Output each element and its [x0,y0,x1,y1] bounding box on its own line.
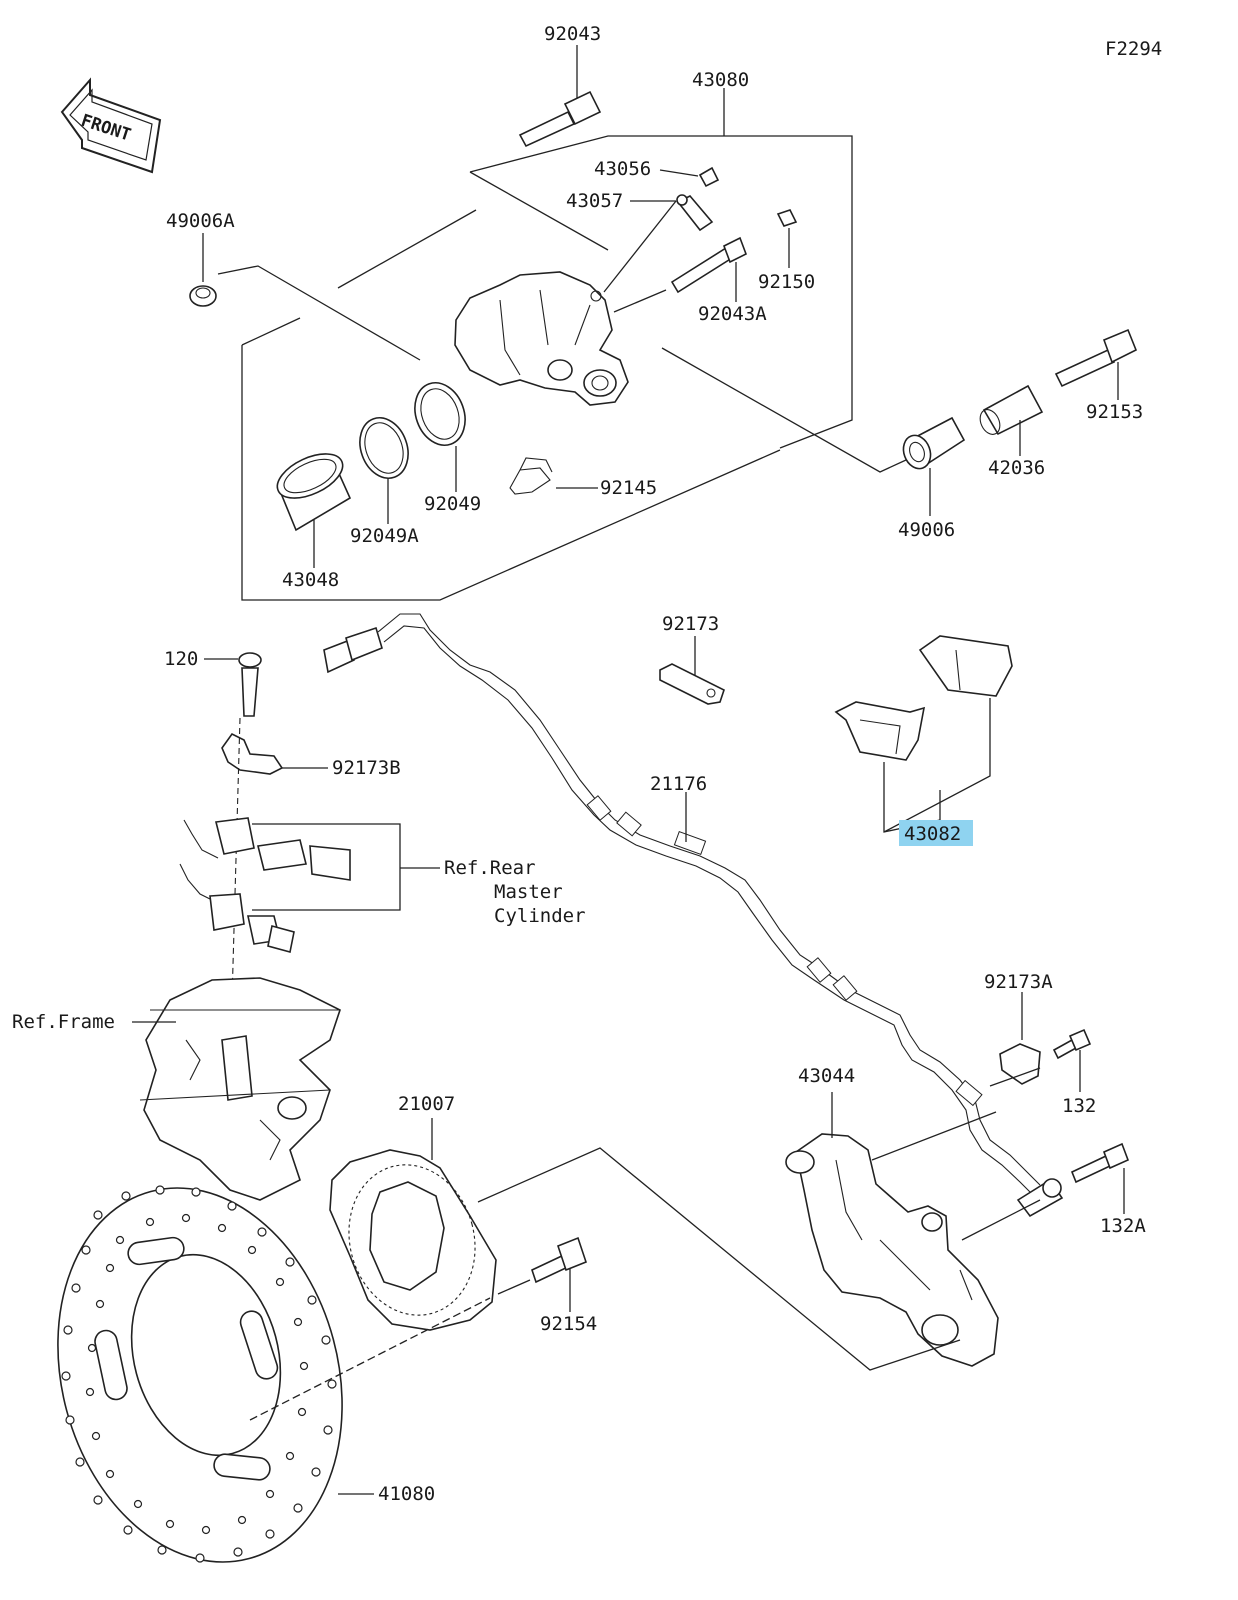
brake-caliper-icon [454,271,629,406]
bolt-92043-icon [518,45,602,148]
callout-92043a[interactable]: 92043A [698,303,767,325]
bolt-132-icon [1052,1028,1092,1092]
ref-frame: Ref.Frame [12,1011,115,1033]
bolt-92153-icon [1054,328,1138,400]
callout-49006a[interactable]: 49006A [166,210,235,232]
pad-spring-icon [509,457,598,495]
callout-92173[interactable]: 92173 [662,613,719,635]
seal-92049-icon [414,382,466,492]
collar-42036-icon [979,384,1044,456]
brake-disc-41080-icon [57,1185,491,1563]
callout-21007[interactable]: 21007 [398,1093,455,1115]
cap-92150-icon [776,209,798,268]
callout-49006[interactable]: 49006 [898,519,955,541]
caliper-bracket-43044-icon [785,1092,1041,1367]
caliper-assembly-outline [241,88,853,601]
callout-41080[interactable]: 41080 [378,1483,435,1505]
callout-43044[interactable]: 43044 [798,1065,855,1087]
frame-section-icon [132,977,341,1201]
highlight-box [899,820,973,846]
callout-92153[interactable]: 92153 [1086,401,1143,423]
callout-43056[interactable]: 43056 [594,158,651,180]
clamp-92173a-icon [989,992,1041,1087]
bleeder-cap-icon [603,194,714,293]
callout-43048[interactable]: 43048 [282,569,339,591]
bleeder-valve-icon [659,166,720,188]
brake-pads-icon [834,635,1013,833]
callout-21176[interactable]: 21176 [650,773,707,795]
abs-sensor-harness-icon [323,613,1064,1218]
sleeve-49006-icon [661,347,966,516]
bolt-132a-icon [1070,1142,1130,1214]
ref-rear-line3: Cylinder [494,905,586,927]
front-arrow-icon: FRONT [60,77,162,174]
callout-42036[interactable]: 42036 [988,457,1045,479]
callout-92145[interactable]: 92145 [600,477,657,499]
plate-92173-icon [659,636,725,705]
callout-92049[interactable]: 92049 [424,493,481,515]
callout-92150[interactable]: 92150 [758,271,815,293]
nut-49006a-icon [189,233,421,361]
piston-43048-icon [276,453,352,568]
bolt-120-icon [204,652,262,717]
callout-43057[interactable]: 43057 [566,190,623,212]
ref-rear-line2: Master [494,881,563,903]
bolt-92154-icon [497,1236,587,1312]
callout-120[interactable]: 120 [164,648,198,670]
callout-92173b[interactable]: 92173B [332,757,401,779]
callout-132a[interactable]: 132A [1100,1215,1146,1237]
callout-92049a[interactable]: 92049A [350,525,419,547]
bracket-92173b-icon [221,717,328,1001]
callout-132[interactable]: 132 [1062,1095,1096,1117]
callout-92043[interactable]: 92043 [544,23,601,45]
master-cylinder-icon [179,817,440,953]
seal-92049a-icon [359,417,409,524]
abs-rotor-21007-icon [329,1118,961,1371]
callout-43080[interactable]: 43080 [692,69,749,91]
pin-92043a-icon [613,236,748,313]
diagram-code: F2294 [1105,38,1162,60]
ref-rear-line1: Ref.Rear [444,857,536,879]
callout-92154[interactable]: 92154 [540,1313,597,1335]
callout-92173a[interactable]: 92173A [984,971,1053,993]
callout-43082[interactable]: 43082 [904,823,961,845]
